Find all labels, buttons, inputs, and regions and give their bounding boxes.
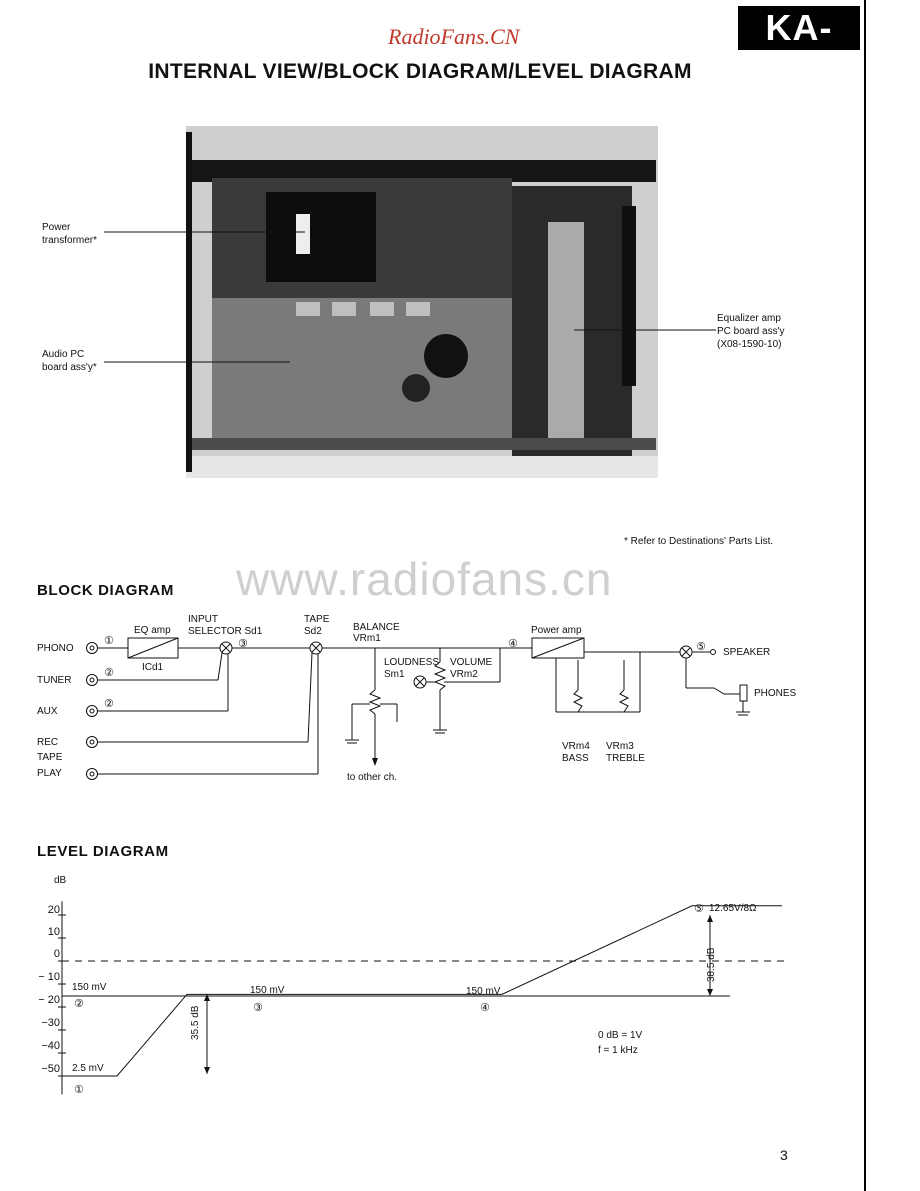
callout-text: Power xyxy=(42,222,71,233)
callout-power-transformer: Power transformer* xyxy=(42,221,97,247)
callout-text: Equalizer amp xyxy=(717,313,781,324)
balance-label: BALANCE xyxy=(353,622,400,633)
gain2-arrow-bottom xyxy=(707,989,713,996)
point-marker: ② xyxy=(104,667,114,679)
volume-label: VOLUME xyxy=(450,657,493,668)
point-marker: ② xyxy=(104,698,114,710)
level-tick-label: −40 xyxy=(41,1040,60,1052)
vrm4-label: VRm4 xyxy=(562,741,590,752)
point-marker: ③ xyxy=(253,1002,263,1014)
level-annotation-150mv: 150 mV xyxy=(72,982,107,993)
level-annotation-gain2: 38.5 dB xyxy=(706,947,717,982)
bass-pot-icon xyxy=(572,689,584,713)
level-diagram-title: LEVEL DIAGRAM xyxy=(37,843,169,860)
point-marker: ④ xyxy=(508,638,518,650)
level-trace xyxy=(62,905,782,1077)
point-marker: ⑤ xyxy=(694,903,704,915)
block-diagram-title: BLOCK DIAGRAM xyxy=(37,582,174,599)
callout-audio-pc-board: Audio PC board ass'y* xyxy=(42,348,97,374)
point-marker: ⑤ xyxy=(696,641,706,653)
tuner-jack-icon xyxy=(86,674,98,686)
callout-text: (X08-1590-10) xyxy=(717,339,782,350)
phono-jack-icon xyxy=(86,642,98,654)
level-tick-label: − 20 xyxy=(38,994,60,1006)
callout-text: Audio PC xyxy=(42,349,85,360)
callout-text: board ass'y* xyxy=(42,362,97,373)
input-label-rec: REC xyxy=(37,737,59,748)
level-tick-label: 10 xyxy=(47,926,60,938)
input-jacks xyxy=(86,642,98,780)
input-label-play: PLAY xyxy=(37,768,62,779)
power-amp-label: Power amp xyxy=(531,625,582,636)
level-tick-label: −30 xyxy=(41,1017,60,1029)
level-annotation-2-5mv: 2.5 mV xyxy=(72,1063,104,1074)
volume-pot-icon xyxy=(433,661,447,691)
input-selector-label: INPUT xyxy=(188,614,218,625)
parts-list-note: * Refer to Destinations' Parts List. xyxy=(624,536,774,547)
input-label-aux: AUX xyxy=(37,706,58,717)
speaker-terminal-icon xyxy=(710,649,716,655)
block-diagram xyxy=(86,637,750,780)
level-annotation-150mv: 150 mV xyxy=(466,986,501,997)
input-label-tape: TAPE xyxy=(37,752,63,763)
other-channel-label: to other ch. xyxy=(347,772,398,783)
sd2-label: Sd2 xyxy=(304,626,322,637)
play-jack-icon xyxy=(86,768,98,780)
level-tick-label: 0 xyxy=(53,948,60,960)
level-tick-label: 20 xyxy=(47,904,60,916)
rec-jack-icon xyxy=(86,736,98,748)
level-tick-label: −50 xyxy=(41,1063,60,1075)
eq-amp-label: EQ amp xyxy=(134,625,171,636)
speaker-label: SPEAKER xyxy=(723,647,771,658)
loudness-label: LOUDNESS xyxy=(384,657,440,668)
level-tick-label: − 10 xyxy=(38,971,60,983)
treble-pot-icon xyxy=(618,689,630,713)
phones-label: PHONES xyxy=(754,688,797,699)
chassis-illustration xyxy=(186,126,658,478)
phones-jack-icon xyxy=(739,684,748,702)
model-badge: KA-3700 xyxy=(738,6,860,92)
vrm2-label: VRm2 xyxy=(450,669,478,680)
callout-text: PC board ass'y xyxy=(717,326,785,337)
site-watermark: www.radiofans.cn xyxy=(236,553,613,605)
point-marker: ① xyxy=(104,635,114,647)
input-selector-label: SELECTOR Sd1 xyxy=(188,626,263,637)
aux-jack-icon xyxy=(86,705,98,717)
callout-equalizer-board: Equalizer amp PC board ass'y (X08-1590-1… xyxy=(717,312,785,351)
level-reference-note: 0 dB = 1V xyxy=(598,1030,643,1041)
arrow-to-other-ch xyxy=(372,758,378,766)
sm1-label: Sm1 xyxy=(384,669,405,680)
icd1-label: ICd1 xyxy=(142,662,164,673)
page-number: 3 xyxy=(780,1147,788,1163)
page-edge-rule xyxy=(864,0,866,1191)
point-marker: ② xyxy=(74,998,84,1010)
callout-leaders xyxy=(104,231,716,363)
bass-label: BASS xyxy=(562,753,589,764)
treble-label: TREBLE xyxy=(606,753,645,764)
level-annotation-gain1: 35.5 dB xyxy=(190,1005,201,1040)
callout-text: transformer* xyxy=(42,235,98,246)
point-marker: ③ xyxy=(238,638,248,650)
tape-label: TAPE xyxy=(304,614,330,625)
gain2-arrow-top xyxy=(707,915,713,922)
gain1-arrow-bottom xyxy=(204,1067,210,1074)
power-amp-block xyxy=(531,637,585,659)
level-annotation-output: 12.65V/8Ω xyxy=(709,903,757,914)
level-annotation-150mv: 150 mV xyxy=(250,985,285,996)
brand-watermark: RadioFans.CN xyxy=(388,24,520,49)
page-title: INTERNAL VIEW/BLOCK DIAGRAM/LEVEL DIAGRA… xyxy=(148,60,692,83)
vrm1-label: VRm1 xyxy=(353,633,381,644)
level-diagram xyxy=(58,901,790,1095)
gain1-arrow-top xyxy=(204,994,210,1001)
point-marker: ④ xyxy=(480,1002,490,1014)
level-reference-note: f = 1 kHz xyxy=(598,1045,638,1056)
input-label-phono: PHONO xyxy=(37,643,74,654)
level-y-unit: dB xyxy=(54,875,67,886)
balance-pot-icon xyxy=(368,689,382,715)
point-marker: ① xyxy=(74,1084,84,1096)
internal-view-photo xyxy=(186,126,658,478)
input-label-tuner: TUNER xyxy=(37,675,72,686)
vrm3-label: VRm3 xyxy=(606,741,634,752)
